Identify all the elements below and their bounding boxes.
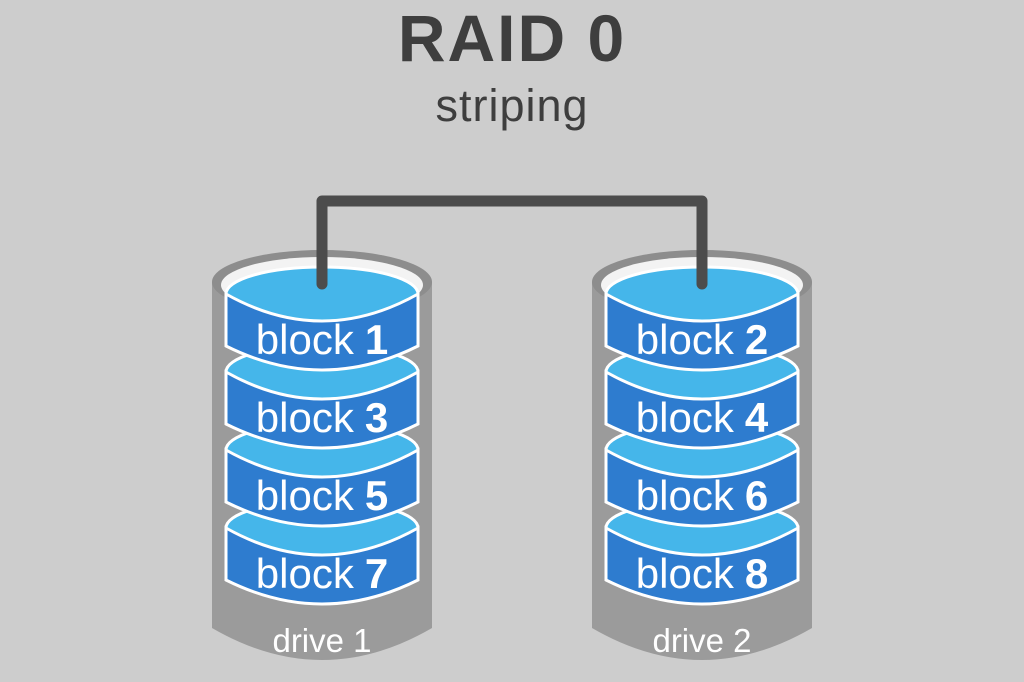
- block-word: block: [256, 316, 355, 363]
- block-word: block: [636, 316, 735, 363]
- disk-band: [604, 447, 800, 528]
- block-word: block: [256, 472, 355, 519]
- drive-label: drive 1: [272, 622, 371, 659]
- block-word: block: [256, 394, 355, 441]
- disk-band: [224, 291, 420, 372]
- block-word: block: [636, 394, 735, 441]
- disk-band: [224, 525, 420, 606]
- block-number: 5: [365, 472, 388, 519]
- block-number: 8: [745, 550, 768, 597]
- disk-platter: [224, 265, 420, 372]
- page-subtitle: striping: [435, 80, 589, 132]
- disk-band: [224, 447, 420, 528]
- block-number: 7: [365, 550, 388, 597]
- block-word: block: [256, 550, 355, 597]
- disk-band: [604, 291, 800, 372]
- disk-band: [224, 369, 420, 450]
- disk-band: [604, 369, 800, 450]
- block-number: 6: [745, 472, 768, 519]
- block-number: 2: [745, 316, 768, 363]
- block-number: 1: [365, 316, 388, 363]
- block-word: block: [636, 472, 735, 519]
- page-title: RAID 0: [397, 1, 627, 75]
- drive-label: drive 2: [652, 622, 751, 659]
- disk-band: [604, 525, 800, 606]
- diagram-header: RAID 0 striping: [0, 1, 1024, 132]
- block-word: block: [636, 550, 735, 597]
- block-number: 3: [365, 394, 388, 441]
- block-number: 4: [745, 394, 769, 441]
